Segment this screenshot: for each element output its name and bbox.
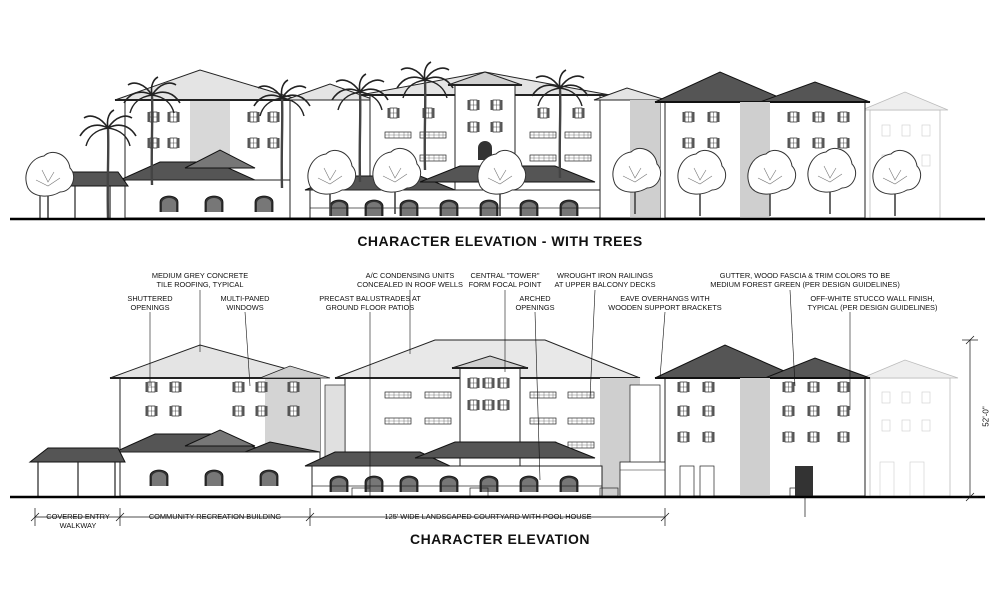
callout-tower: CENTRAL "TOWER" FORM FOCAL POINT xyxy=(468,271,542,289)
callout-gutter: GUTTER, WOOD FASCIA & TRIM COLORS TO BE … xyxy=(710,271,900,289)
callout-shuttered: SHUTTERED OPENINGS xyxy=(127,294,173,312)
callout-stucco: OFF-WHITE STUCCO WALL FINISH, TYPICAL (P… xyxy=(807,294,938,312)
bottom-elevation xyxy=(10,289,985,526)
top-elevation xyxy=(10,60,985,221)
callout-multipaned: MULTI-PANED WINDOWS xyxy=(220,294,270,312)
dimension-height: 52'-0" xyxy=(981,406,991,427)
callout-arched: ARCHED OPENINGS xyxy=(515,294,555,312)
dimension-walkway: COVERED ENTRY WALKWAY xyxy=(46,512,110,530)
dimension-courtyard: 125' WIDE LANDSCAPED COURTYARD WITH POOL… xyxy=(384,512,592,521)
dimension-recreation-building: COMMUNITY RECREATION BUILDING xyxy=(148,512,282,521)
callout-balustrades: PRECAST BALUSTRADES AT GROUND FLOOR PATI… xyxy=(319,294,421,312)
bottom-elevation-title: CHARACTER ELEVATION xyxy=(409,531,591,547)
callout-roofing: MEDIUM GREY CONCRETE TILE ROOFING, TYPIC… xyxy=(151,271,249,289)
callout-railings: WROUGHT IRON RAILINGS AT UPPER BALCONY D… xyxy=(554,271,656,289)
top-elevation-title: CHARACTER ELEVATION - WITH TREES xyxy=(357,233,643,249)
callout-ac: A/C CONDENSING UNITS CONCEALED IN ROOF W… xyxy=(357,271,463,289)
callout-eave: EAVE OVERHANGS WITH WOODEN SUPPORT BRACK… xyxy=(608,294,722,312)
